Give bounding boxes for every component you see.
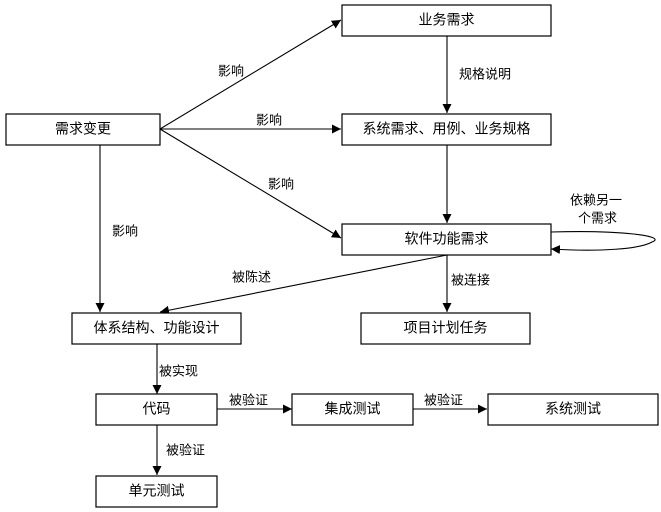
edge-software-to-architecture (159, 254, 448, 315)
label-spec-description: 规格说明 (459, 67, 511, 83)
label-affects-architecture: 影响 (112, 224, 138, 240)
node-project-plan-task: 项目计划任务 (360, 312, 531, 345)
node-unit-test: 单元测试 (95, 475, 218, 508)
svg-text:项目计划任务: 项目计划任务 (404, 321, 488, 337)
edges (95, 19, 656, 475)
node-system-requirement: 系统需求、用例、业务规格 (341, 113, 552, 146)
label-verified-system: 被验证 (424, 393, 463, 409)
label-depends-line2: 个需求 (578, 212, 617, 227)
node-software-function-requirement: 软件功能需求 (341, 223, 552, 256)
label-linked-by: 被连接 (451, 273, 490, 289)
edge-software-self-loop (550, 231, 656, 255)
label-affects-business: 影响 (218, 64, 244, 80)
svg-text:体系结构、功能设计: 体系结构、功能设计 (94, 321, 220, 337)
label-described-by: 被陈述 (232, 270, 271, 286)
svg-text:代码: 代码 (143, 402, 171, 418)
edge-labels: 影响 影响 影响 影响 规格说明 依赖另一 个需求 被陈述 被连接 被实现 被验… (112, 64, 622, 459)
label-implemented-by: 被实现 (159, 365, 198, 380)
node-system-test: 系统测试 (487, 393, 659, 426)
svg-text:软件功能需求: 软件功能需求 (405, 232, 489, 248)
label-verified-integration: 被验证 (229, 393, 268, 409)
node-code: 代码 (95, 393, 218, 426)
svg-text:集成测试: 集成测试 (325, 401, 381, 418)
svg-text:单元测试: 单元测试 (129, 484, 185, 500)
svg-text:系统测试: 系统测试 (545, 402, 601, 418)
label-affects-software: 影响 (268, 177, 294, 193)
label-affects-system: 影响 (256, 113, 282, 129)
svg-text:业务需求: 业务需求 (419, 13, 475, 29)
node-requirement-change: 需求变更 (5, 113, 161, 146)
node-architecture-design: 体系结构、功能设计 (71, 312, 242, 345)
edge-change-to-business (159, 19, 342, 130)
edge-change-to-software (159, 128, 342, 239)
svg-text:系统需求、用例、业务规格: 系统需求、用例、业务规格 (363, 122, 531, 138)
svg-text:需求变更: 需求变更 (55, 122, 111, 138)
label-verified-unit: 被验证 (166, 443, 205, 459)
node-business-requirement: 业务需求 (341, 4, 552, 37)
node-integration-test: 集成测试 (291, 393, 414, 426)
label-depends-line1: 依赖另一 (570, 194, 622, 209)
